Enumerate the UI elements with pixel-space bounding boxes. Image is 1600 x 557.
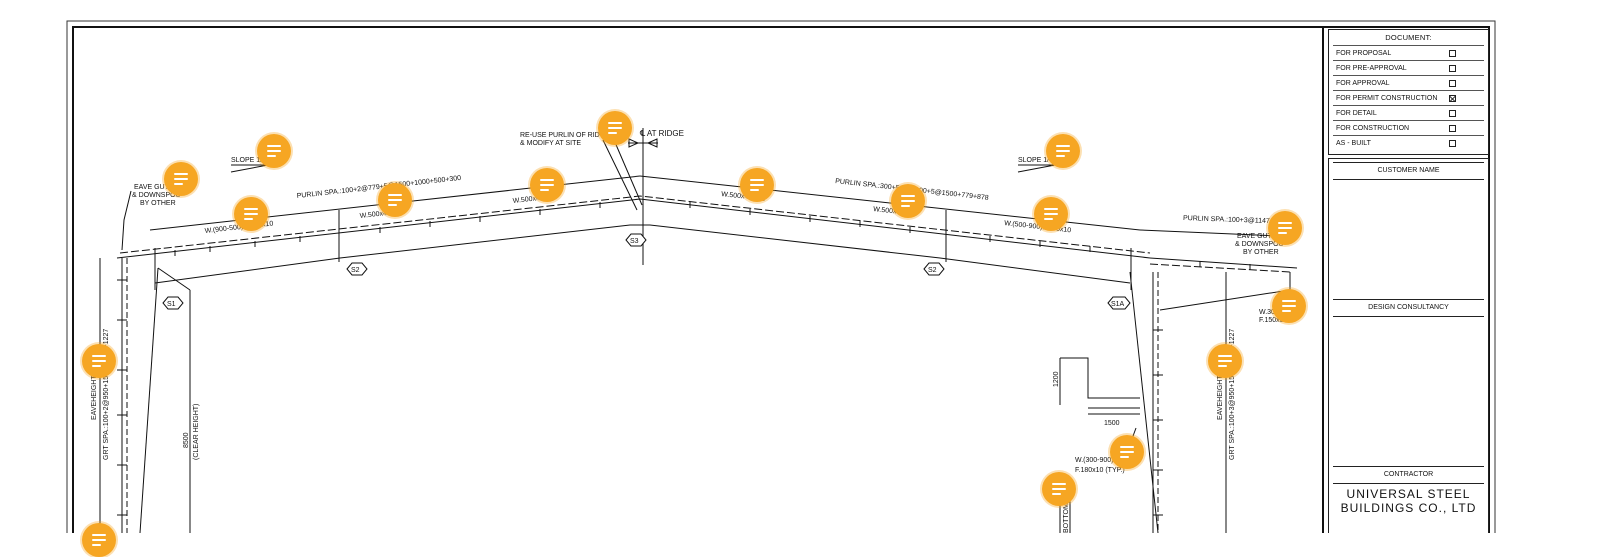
doc-option-permit-construction[interactable]: FOR PERMIT CONSTRUCTION bbox=[1333, 90, 1484, 106]
frame-drawing: SLOPE 1/ SLOPE 1/ RE-USE PURLIN OF RIDGE… bbox=[66, 20, 1496, 533]
checkbox[interactable] bbox=[1449, 80, 1456, 87]
comment-marker-icon[interactable] bbox=[740, 168, 774, 202]
customer-name-label: CUSTOMER NAME bbox=[1333, 162, 1484, 180]
eave-gutter-left-1: EAVE GUTTE bbox=[134, 184, 178, 191]
doc-option-label: FOR PROPOSAL bbox=[1336, 50, 1392, 57]
doc-option-proposal[interactable]: FOR PROPOSAL bbox=[1333, 45, 1484, 61]
eave-gutter-right-3: BY OTHER bbox=[1243, 249, 1279, 256]
at-ridge-label: ℄ AT RIDGE bbox=[639, 129, 684, 138]
canopy-beam-label-2: F.150x5 bbox=[1259, 317, 1284, 324]
tag-s1: S1 bbox=[167, 301, 176, 308]
comment-marker-icon[interactable] bbox=[598, 111, 632, 145]
bottom-beam-label-1: W.(300-900)... bbox=[1075, 457, 1119, 464]
drawing-labels: SLOPE 1/ SLOPE 1/ RE-USE PURLIN OF RIDGE… bbox=[91, 129, 1285, 533]
bottom-beam-vertical-label: BOTTOM BEAM bbox=[1063, 481, 1070, 533]
comment-marker-icon[interactable] bbox=[378, 183, 412, 217]
ridge-note-line1: RE-USE PURLIN OF RIDGE bbox=[520, 132, 610, 139]
girt-spacing-left: GRT SPA.:100+2@950+1570+1500+1227 bbox=[103, 329, 110, 460]
document-status-panel: DOCUMENT: FOR PROPOSAL FOR PRE-APPROVAL … bbox=[1328, 29, 1489, 155]
sheet-inner-border bbox=[72, 26, 1490, 533]
eave-gutter-left-3: BY OTHER bbox=[140, 200, 176, 207]
project-info-panel: CUSTOMER NAME DESIGN CONSULTANCY CONTRAC… bbox=[1328, 158, 1489, 533]
comment-marker-icon[interactable] bbox=[1208, 344, 1242, 378]
checkbox[interactable] bbox=[1449, 140, 1456, 147]
comment-marker-icon[interactable] bbox=[1110, 435, 1144, 469]
slope-right-label: SLOPE 1/ bbox=[1018, 157, 1049, 164]
doc-option-label: AS - BUILT bbox=[1336, 140, 1371, 147]
purlin-spacing-far-right: PURLIN SPA.:100+3@1147+ bbox=[1183, 215, 1274, 225]
contractor-label: CONTRACTOR bbox=[1333, 466, 1484, 484]
beam-label-left-3: W.500x4...0x8 bbox=[512, 193, 557, 205]
doc-option-detail[interactable]: FOR DETAIL bbox=[1333, 105, 1484, 121]
clear-height-label: (CLEAR HEIGHT) bbox=[193, 404, 200, 460]
sheet-outer-border bbox=[66, 20, 1496, 533]
doc-option-label: FOR CONSTRUCTION bbox=[1336, 125, 1410, 132]
dim-1200: 1200 bbox=[1053, 371, 1060, 387]
checkbox[interactable] bbox=[1449, 110, 1456, 117]
company-line-2: BUILDINGS CO., LTD bbox=[1340, 501, 1477, 515]
comment-marker-icon[interactable] bbox=[234, 197, 268, 231]
document-label: DOCUMENT: bbox=[1385, 33, 1432, 42]
doc-option-as-built[interactable]: AS - BUILT bbox=[1333, 135, 1484, 151]
purlin-ticks bbox=[117, 202, 1251, 516]
tag-s2-left: S2 bbox=[351, 267, 360, 274]
doc-option-construction[interactable]: FOR CONSTRUCTION bbox=[1333, 120, 1484, 136]
checkbox-checked[interactable] bbox=[1449, 95, 1456, 102]
doc-option-label: FOR DETAIL bbox=[1336, 110, 1377, 117]
ridge-note-line2: & MODIFY AT SITE bbox=[520, 140, 581, 147]
drawing-canvas: SLOPE 1/ SLOPE 1/ RE-USE PURLIN OF RIDGE… bbox=[0, 0, 1600, 533]
comment-marker-icon[interactable] bbox=[891, 184, 925, 218]
doc-option-label: FOR APPROVAL bbox=[1336, 80, 1390, 87]
doc-option-label: FOR PRE-APPROVAL bbox=[1336, 65, 1407, 72]
dim-1500: 1500 bbox=[1104, 420, 1120, 427]
bottom-beam-label-2: F.180x10 (TYP.) bbox=[1075, 467, 1125, 474]
comment-marker-icon[interactable] bbox=[257, 134, 291, 168]
company-name: UNIVERSAL STEEL BUILDINGS CO., LTD bbox=[1333, 487, 1484, 515]
doc-option-label: FOR PERMIT CONSTRUCTION bbox=[1336, 95, 1438, 102]
checkbox[interactable] bbox=[1449, 65, 1456, 72]
section-tags bbox=[162, 233, 1131, 310]
tag-s2-right: S2 bbox=[928, 267, 937, 274]
comment-marker-icon[interactable] bbox=[530, 168, 564, 202]
comment-marker-icon[interactable] bbox=[1046, 134, 1080, 168]
canopy-beam-label-1: W.300... bbox=[1259, 309, 1285, 316]
beam-label-left-2: W.500x4...0x6 bbox=[359, 208, 404, 220]
eave-height-left: EAVEHEIGHT: bbox=[91, 374, 98, 420]
eave-gutter-right-2: & DOWNSPOU bbox=[1235, 241, 1284, 248]
comment-marker-icon[interactable] bbox=[82, 523, 116, 557]
comment-marker-icon[interactable] bbox=[82, 344, 116, 378]
girt-spacing-right: GRT SPA.:100+3@950+1570+1500+1227 bbox=[1229, 329, 1236, 460]
clear-height-value: 8500 bbox=[183, 432, 190, 448]
design-consultancy-label: DESIGN CONSULTANCY bbox=[1333, 299, 1484, 317]
tag-s3: S3 bbox=[630, 238, 639, 245]
frame-geometry bbox=[99, 128, 1298, 533]
tag-s1a: S1A bbox=[1111, 301, 1125, 308]
company-line-1: UNIVERSAL STEEL bbox=[1346, 487, 1471, 501]
comment-marker-icon[interactable] bbox=[1268, 211, 1302, 245]
comment-marker-icon[interactable] bbox=[1042, 472, 1076, 506]
eave-gutter-right-1: EAVE GUTTE bbox=[1237, 233, 1281, 240]
comment-marker-icon[interactable] bbox=[164, 162, 198, 196]
eave-height-right: EAVEHEIGHT: bbox=[1217, 374, 1224, 420]
slope-left-label: SLOPE 1/ bbox=[231, 157, 262, 164]
doc-option-approval[interactable]: FOR APPROVAL bbox=[1333, 75, 1484, 91]
checkbox[interactable] bbox=[1449, 125, 1456, 132]
beam-label-right-1: W.500x4...0x8 bbox=[721, 191, 766, 203]
comment-marker-icon[interactable] bbox=[1272, 289, 1306, 323]
doc-option-pre-approval[interactable]: FOR PRE-APPROVAL bbox=[1333, 60, 1484, 76]
comment-marker-icon[interactable] bbox=[1034, 197, 1068, 231]
title-block: DOCUMENT: FOR PROPOSAL FOR PRE-APPROVAL … bbox=[1324, 27, 1493, 533]
checkbox[interactable] bbox=[1449, 50, 1456, 57]
eave-gutter-left-2: & DOWNSPOU bbox=[132, 192, 181, 199]
